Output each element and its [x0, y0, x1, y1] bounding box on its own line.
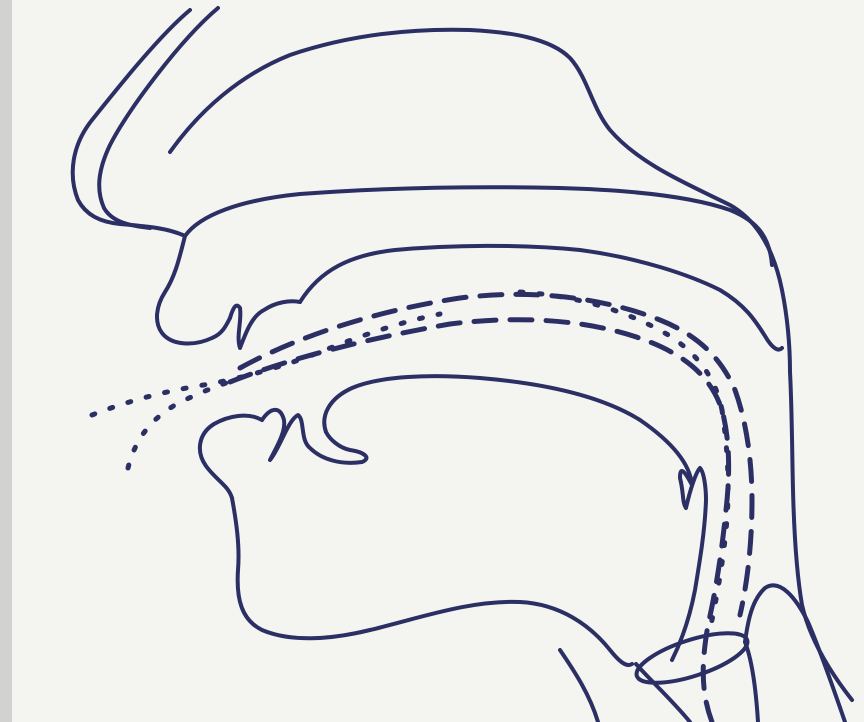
upper-teeth [230, 301, 300, 348]
epiglottis [680, 468, 706, 508]
airflow-lower-dashed [230, 320, 729, 722]
airflow-dotted-exit [128, 378, 240, 468]
nasal-floor [185, 187, 772, 265]
hard-and-soft-palate [300, 246, 782, 350]
tongue-surface [324, 376, 692, 485]
larynx-ring [631, 623, 752, 693]
nose-outline [73, 10, 190, 236]
trachea-left-wall [636, 664, 690, 722]
lower-lip [200, 416, 262, 498]
lower-teeth [262, 410, 366, 463]
trachea-right-wall [745, 642, 758, 722]
upper-lip [157, 236, 230, 343]
airflow-dotted-mouth [92, 314, 440, 415]
esophagus [745, 585, 845, 722]
lower-throat [560, 650, 598, 722]
airflow-dotted-back [520, 292, 722, 410]
chin-and-jaw [232, 498, 632, 665]
